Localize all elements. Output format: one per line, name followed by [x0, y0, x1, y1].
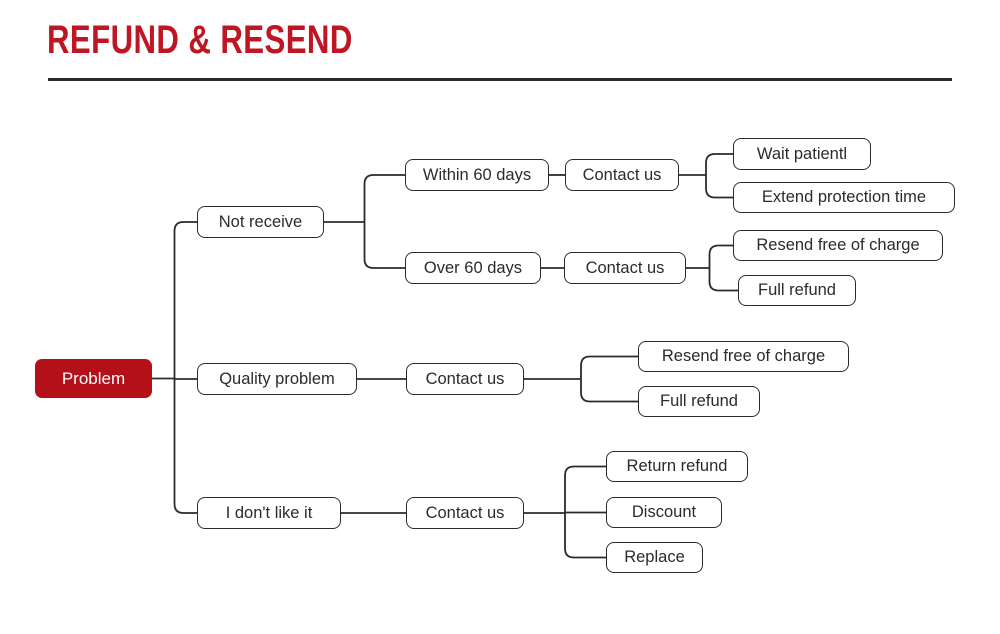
- page-title: REFUND & RESEND: [47, 18, 353, 62]
- edge-contact-us-to-replace: [564, 513, 606, 559]
- node-replace[interactable]: Replace: [606, 542, 703, 573]
- edge-contact-us-to-full-refund: [580, 379, 638, 403]
- node-discount[interactable]: Discount: [606, 497, 722, 528]
- node-contact-us[interactable]: Contact us: [406, 363, 524, 395]
- node-extend-protection-time[interactable]: Extend protection time: [733, 182, 955, 213]
- edge-problem-to-i-don-t-like-it: [173, 378, 197, 514]
- node-wait-patientl[interactable]: Wait patientl: [733, 138, 871, 170]
- node-resend-free-of-charge[interactable]: Resend free of charge: [638, 341, 849, 372]
- edge-problem-to-not-receive: [173, 221, 197, 379]
- node-contact-us[interactable]: Contact us: [564, 252, 686, 284]
- node-full-refund[interactable]: Full refund: [738, 275, 856, 306]
- edge-contact-us-to-resend-free-of-charge: [708, 244, 733, 268]
- node-contact-us[interactable]: Contact us: [406, 497, 524, 529]
- edge-not-receive-to-within-60-days: [363, 174, 405, 222]
- edge-contact-us-to-resend-free-of-charge: [580, 355, 638, 379]
- edge-contact-us-to-full-refund: [708, 268, 738, 292]
- edge-contact-us-to-wait-patientl: [705, 153, 733, 175]
- node-contact-us[interactable]: Contact us: [565, 159, 679, 191]
- node-i-don-t-like-it[interactable]: I don't like it: [197, 497, 341, 529]
- node-not-receive[interactable]: Not receive: [197, 206, 324, 238]
- page-header: REFUND & RESEND: [0, 0, 1000, 90]
- node-over-60-days[interactable]: Over 60 days: [405, 252, 541, 284]
- node-within-60-days[interactable]: Within 60 days: [405, 159, 549, 191]
- node-return-refund[interactable]: Return refund: [606, 451, 748, 482]
- edge-contact-us-to-return-refund: [564, 465, 606, 513]
- node-full-refund[interactable]: Full refund: [638, 386, 760, 417]
- node-resend-free-of-charge[interactable]: Resend free of charge: [733, 230, 943, 261]
- title-divider: [48, 78, 952, 81]
- node-problem-root[interactable]: Problem: [35, 359, 152, 398]
- edge-not-receive-to-over-60-days: [363, 222, 405, 269]
- edge-contact-us-to-extend-protection-time: [705, 175, 733, 199]
- node-quality-problem[interactable]: Quality problem: [197, 363, 357, 395]
